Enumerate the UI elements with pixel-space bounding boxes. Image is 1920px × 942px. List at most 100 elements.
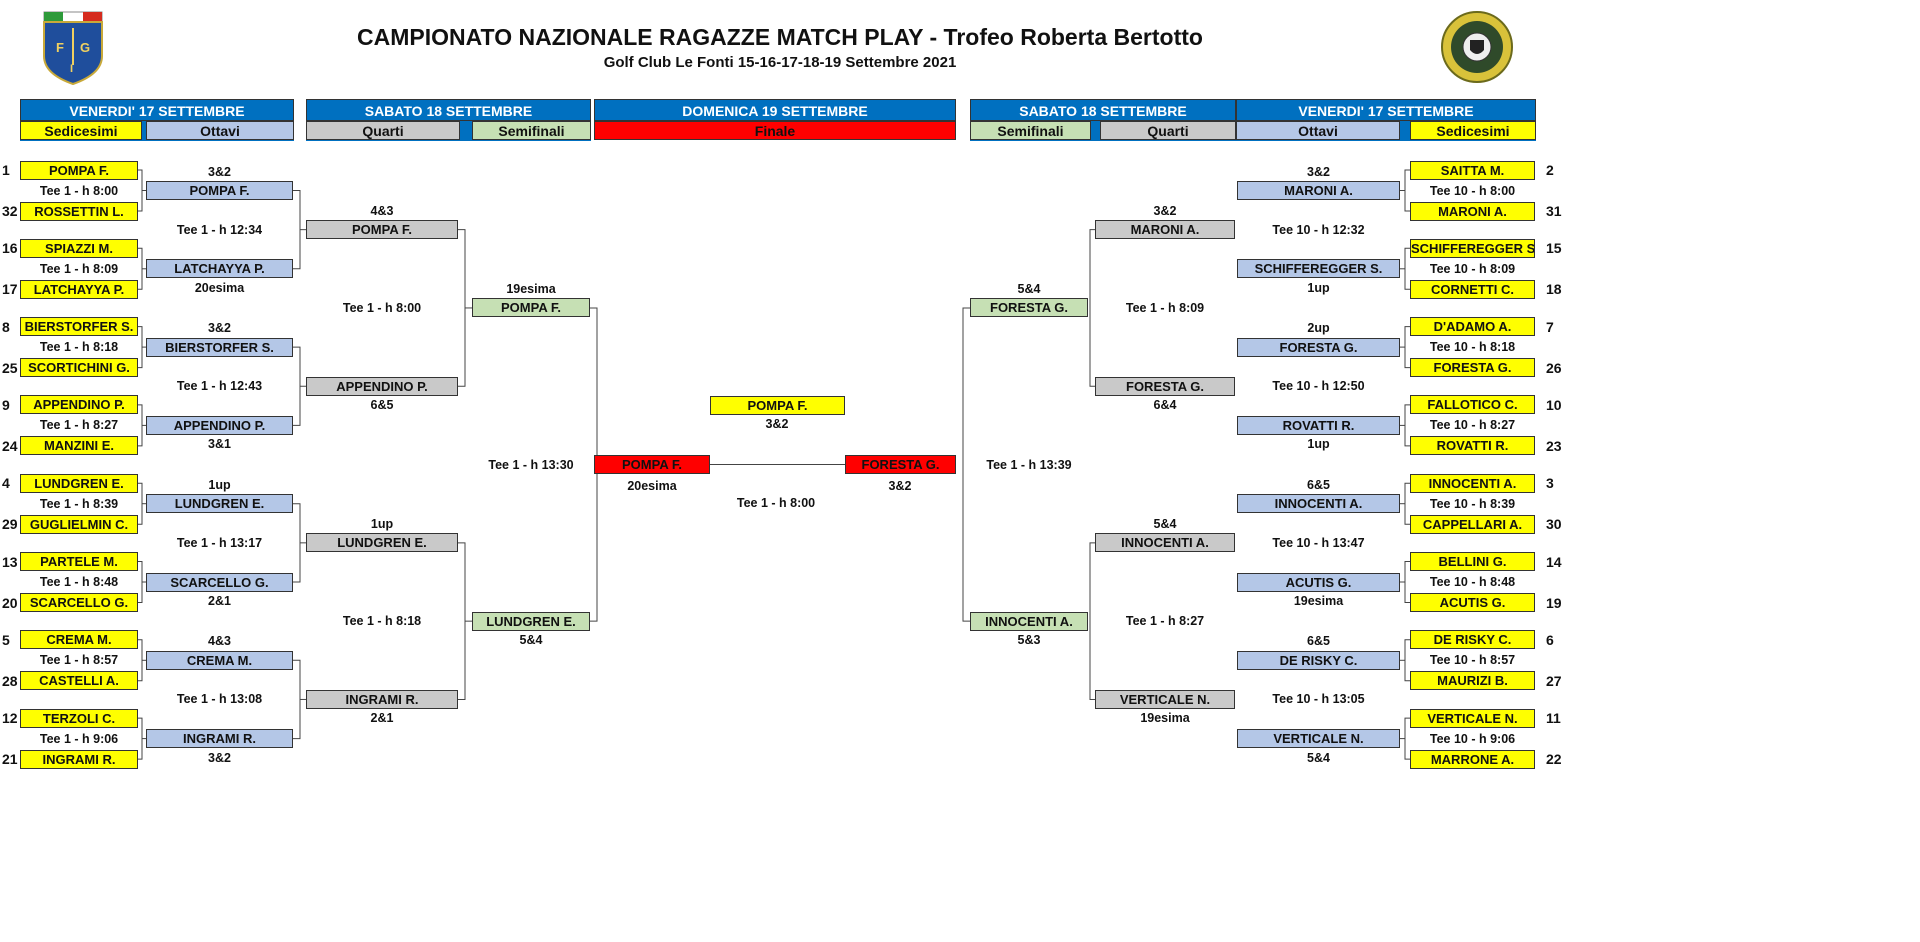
player-box[interactable]: SPIAZZI M. [20, 238, 138, 258]
tee-time: Tee 1 - h 8:27 [1125, 614, 1205, 629]
player-box[interactable]: CREMA M. [20, 630, 138, 650]
quarti-box[interactable]: INGRAMI R. [306, 689, 458, 709]
seed-number: 31 [1546, 203, 1562, 219]
player-box[interactable]: LATCHAYYA P. [20, 279, 138, 299]
player-box[interactable]: GUGLIELMIN C. [20, 514, 138, 534]
ottavi-box[interactable]: MARONI A. [1237, 181, 1400, 200]
tee-time: Tee 10 - h 13:47 [1272, 535, 1365, 550]
player-box[interactable]: TERZOLI C. [20, 708, 138, 728]
ottavi-box[interactable]: ROVATTI R. [1237, 415, 1400, 435]
ottavi-box[interactable]: BIERSTORFER S. [146, 337, 293, 357]
finalist-left-box[interactable]: POMPA F. [594, 455, 710, 475]
player-box[interactable]: CORNETTI C. [1410, 279, 1535, 299]
player-box[interactable]: ACUTIS G. [1410, 593, 1535, 612]
ottavi-box[interactable]: LATCHAYYA P. [146, 259, 293, 279]
ottavi-box[interactable]: INNOCENTI A. [1237, 494, 1400, 514]
player-box[interactable]: MARONI A. [1410, 201, 1535, 221]
match-score: 2up [1307, 321, 1330, 336]
page-title: CAMPIONATO NAZIONALE RAGAZZE MATCH PLAY … [357, 24, 1203, 50]
semifinal-box[interactable]: LUNDGREN E. [472, 611, 590, 631]
player-box[interactable]: D'ADAMO A. [1410, 317, 1535, 337]
player-box[interactable]: POMPA F. [20, 160, 138, 180]
player-box[interactable]: MARRONE A. [1410, 749, 1535, 769]
match-score: 5&4 [519, 633, 543, 648]
match-score: 3&2 [888, 478, 912, 493]
tee-time: Tee 1 - h 8:18 [39, 340, 119, 355]
match-score: 5&4 [1017, 281, 1041, 296]
connector-line [293, 503, 301, 583]
connector-line [138, 247, 143, 290]
ottavi-box[interactable]: CREMA M. [146, 650, 293, 670]
quarti-box[interactable]: APPENDINO P. [306, 376, 458, 396]
match-score: 2&1 [208, 594, 231, 608]
connector-line [138, 717, 143, 760]
player-box[interactable]: INGRAMI R. [20, 749, 138, 769]
player-box[interactable]: FORESTA G. [1410, 358, 1535, 378]
col-left-quarti: Quarti [306, 121, 460, 140]
match-score: 4&3 [370, 203, 394, 218]
player-box[interactable]: BELLINI G. [1410, 552, 1535, 571]
player-box[interactable]: MAURIZI B. [1410, 671, 1535, 691]
match-score: 1up [370, 516, 394, 531]
player-box[interactable]: ROSSETTIN L. [20, 201, 138, 221]
tee-time: Tee 1 - h 8:39 [39, 496, 119, 511]
ottavi-box[interactable]: LUNDGREN E. [146, 494, 293, 514]
ottavi-box[interactable]: ACUTIS G. [1237, 572, 1400, 592]
semifinal-box[interactable]: FORESTA G. [970, 298, 1088, 318]
player-box[interactable]: DE RISKY C. [1410, 630, 1535, 650]
connector-line [293, 346, 301, 426]
player-box[interactable]: ROVATTI R. [1410, 436, 1535, 456]
ottavi-box[interactable]: SCARCELLO G. [146, 572, 293, 592]
tee-time: Tee 10 - h 13:05 [1272, 692, 1365, 707]
player-box[interactable]: MANZINI E. [20, 436, 138, 456]
tee-time: Tee 1 - h 8:18 [342, 614, 422, 629]
header-sunday: DOMENICA 19 SETTEMBRE [594, 99, 956, 121]
player-box[interactable]: CASTELLI A. [20, 671, 138, 691]
finalist-right-box[interactable]: FORESTA G. [845, 455, 956, 475]
champion-box[interactable]: POMPA F. [710, 395, 845, 415]
player-box[interactable]: FALLOTICO C. [1410, 395, 1535, 415]
match-score: 5&4 [1153, 516, 1177, 531]
ottavi-box[interactable]: VERTICALE N. [1237, 729, 1400, 749]
player-box[interactable]: SCHIFFEREGGER S. [1410, 238, 1535, 258]
ottavi-box[interactable]: APPENDINO P. [146, 415, 293, 435]
player-box[interactable]: LUNDGREN E. [20, 473, 138, 493]
ottavi-box[interactable]: FORESTA G. [1237, 337, 1400, 357]
player-box[interactable]: PARTELE M. [20, 552, 138, 571]
quarti-box[interactable]: VERTICALE N. [1095, 689, 1235, 709]
col-right-sedicesimi: Sedicesimi [1410, 121, 1536, 140]
tee-time: Tee 1 - h 8:00 [342, 300, 422, 315]
player-box[interactable]: SCORTICHINI G. [20, 358, 138, 378]
quarti-box[interactable]: INNOCENTI A. [1095, 533, 1235, 553]
player-box[interactable]: CAPPELLARI A. [1410, 514, 1535, 534]
col-left-sedicesimi: Sedicesimi [20, 121, 142, 140]
seed-number: 3 [1546, 475, 1554, 492]
match-score: 1up [1307, 280, 1330, 295]
semifinal-box[interactable]: INNOCENTI A. [970, 611, 1088, 631]
quarti-box[interactable]: LUNDGREN E. [306, 533, 458, 553]
ottavi-box[interactable]: SCHIFFEREGGER S. [1237, 259, 1400, 279]
connector-line [138, 169, 143, 212]
connector-line [1089, 229, 1095, 387]
player-box[interactable]: SAITTA M. [1410, 160, 1535, 180]
tee-time: Tee 10 - h 8:18 [1429, 340, 1516, 355]
ottavi-box[interactable]: DE RISKY C. [1237, 650, 1400, 670]
fig-logo: F G I [42, 10, 104, 86]
player-box[interactable]: BIERSTORFER S. [20, 317, 138, 337]
quarti-box[interactable]: MARONI A. [1095, 220, 1235, 240]
connector-line [138, 561, 143, 603]
ottavi-box[interactable]: INGRAMI R. [146, 729, 293, 749]
connector-line [962, 307, 970, 622]
semifinal-box[interactable]: POMPA F. [472, 298, 590, 318]
quarti-box[interactable]: POMPA F. [306, 220, 458, 240]
player-box[interactable]: VERTICALE N. [1410, 708, 1535, 728]
match-score: 6&5 [370, 398, 394, 413]
seed-number: 6 [1546, 631, 1554, 648]
match-score: 5&4 [1307, 750, 1330, 765]
player-box[interactable]: APPENDINO P. [20, 395, 138, 415]
quarti-box[interactable]: FORESTA G. [1095, 376, 1235, 396]
ottavi-box[interactable]: POMPA F. [146, 181, 293, 200]
player-box[interactable]: SCARCELLO G. [20, 593, 138, 612]
player-box[interactable]: INNOCENTI A. [1410, 473, 1535, 493]
tee-time: Tee 1 - h 8:00 [736, 496, 816, 510]
